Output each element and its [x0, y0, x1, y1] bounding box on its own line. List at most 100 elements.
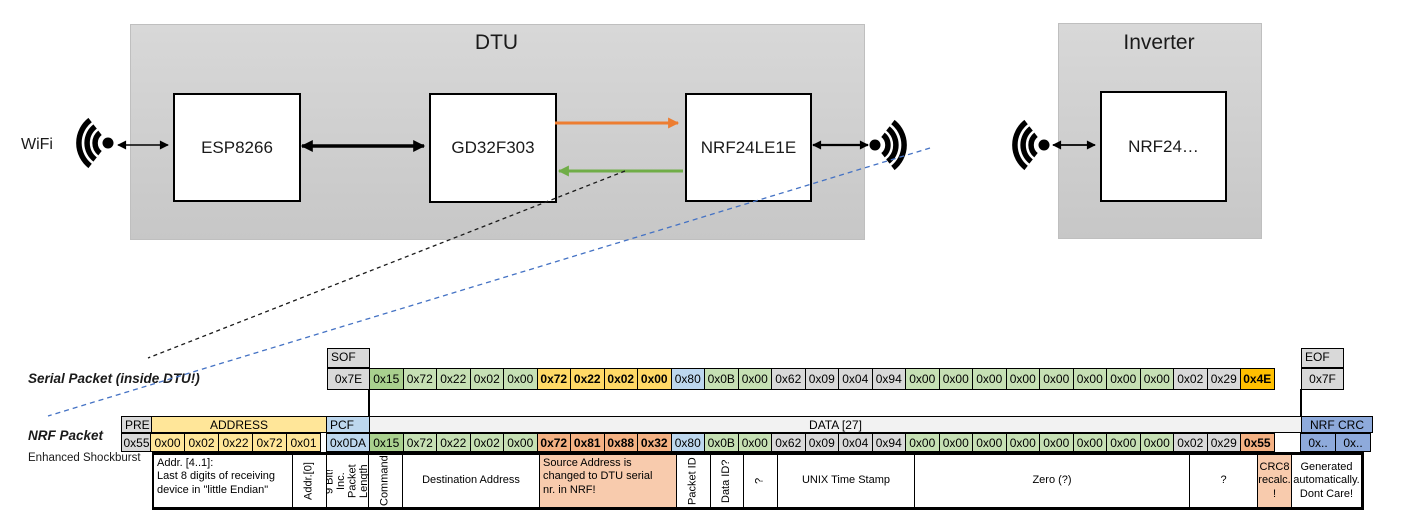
address-header: ADDRESS	[151, 416, 327, 433]
byte-cell: 0x00	[972, 368, 1007, 390]
esp8266-label: ESP8266	[201, 137, 273, 157]
byte-cell: 0x00	[938, 433, 973, 452]
byte-cell: 0x00	[737, 368, 772, 390]
byte-cell: 0x00	[1072, 368, 1107, 390]
byte-cell: 0x00	[1039, 433, 1074, 452]
nrf-crc-bytes-row: 0x..0x..	[1300, 433, 1371, 452]
serial-packet-label: Serial Packet (inside DTU!)	[28, 371, 200, 386]
wifi-label: WiFi	[21, 136, 53, 153]
annotation-row: Addr. [4..1]: Last 8 digits of receiving…	[152, 452, 1364, 510]
byte-cell: 0x00	[1139, 433, 1174, 452]
annotation-cell: Addr. [4..1]: Last 8 digits of receiving…	[153, 454, 293, 508]
pcf-value: 0x0DA	[326, 433, 370, 452]
annotation-cell: 9 Bit! Inc. Packet Length	[326, 454, 369, 508]
annotation-cell: ?	[743, 454, 778, 508]
byte-cell: 0x..	[1300, 433, 1336, 452]
byte-cell: 0x02	[184, 433, 219, 452]
esp8266-box: ESP8266	[173, 93, 301, 202]
byte-cell: 0x88	[603, 433, 638, 452]
annotation-cell: Command	[368, 454, 403, 508]
nrf24le1e-label: NRF24LE1E	[700, 137, 797, 157]
byte-cell: 0x00	[1072, 433, 1107, 452]
byte-cell: 0x29	[1206, 433, 1241, 452]
sof-value: 0x7E	[327, 368, 370, 390]
dtu-title: DTU	[474, 31, 519, 54]
byte-cell: 0x00	[1106, 433, 1141, 452]
inverter-nrf24-label: NRF24…	[1128, 136, 1199, 156]
byte-cell: 0x00	[905, 368, 940, 390]
annotation-cell: Zero (?)	[914, 454, 1190, 508]
byte-cell: 0x00	[1139, 368, 1174, 390]
byte-cell: 0x00	[1039, 368, 1074, 390]
eof-header: EOF	[1301, 348, 1344, 368]
wifi-icon	[1012, 119, 1050, 171]
byte-cell: 0x0B	[704, 368, 739, 390]
byte-cell: 0x00	[1106, 368, 1141, 390]
byte-cell: 0x55	[1240, 433, 1275, 452]
byte-cell: 0x00	[938, 368, 973, 390]
annotation-cell: CRC8 recalc. !	[1257, 454, 1292, 508]
byte-cell: 0x15	[369, 368, 404, 390]
sof-header: SOF	[327, 348, 370, 368]
byte-cell: 0x00	[737, 433, 772, 452]
byte-cell: 0x01	[286, 433, 321, 452]
byte-cell: 0x00	[503, 433, 538, 452]
byte-cell: 0x22	[436, 368, 471, 390]
byte-cell: 0x00	[637, 368, 672, 390]
nrf-packet-label: NRF Packet	[28, 428, 104, 443]
byte-cell: 0x72	[402, 433, 437, 452]
annotation-cell: Data ID?	[710, 454, 744, 508]
byte-cell: 0x02	[603, 368, 638, 390]
byte-cell: 0x62	[771, 368, 806, 390]
byte-cell: 0x72	[402, 368, 437, 390]
enhanced-shockburst-label: Enhanced Shockburst	[28, 452, 141, 464]
byte-cell: 0x80	[670, 368, 705, 390]
gd32f303-label: GD32F303	[451, 138, 535, 157]
byte-cell: 0x94	[871, 433, 906, 452]
byte-cell: 0x00	[1005, 368, 1040, 390]
data-end-connector-line	[1300, 389, 1302, 417]
byte-cell: 0x04	[838, 368, 873, 390]
byte-cell: 0x0B	[704, 433, 739, 452]
wifi-icon	[869, 119, 907, 171]
byte-cell: 0x02	[469, 368, 504, 390]
inverter-title: Inverter	[1123, 31, 1195, 54]
gd32f303-box: GD32F303	[429, 93, 557, 203]
annotation-cell: Generated automatically. Dont Care!	[1291, 454, 1362, 508]
byte-cell: 0x72	[252, 433, 287, 452]
pre-header: PRE	[121, 416, 152, 433]
nrf24le1e-box: NRF24LE1E	[685, 93, 812, 202]
pre-value: 0x55	[121, 433, 152, 452]
byte-cell: 0x22	[436, 433, 471, 452]
byte-cell: 0x09	[804, 368, 839, 390]
byte-cell: 0x94	[871, 368, 906, 390]
byte-cell: 0x22	[218, 433, 253, 452]
annotation-cell: Destination Address	[402, 454, 540, 508]
byte-cell: 0x02	[469, 433, 504, 452]
data-start-connector-line	[368, 389, 370, 417]
byte-cell: 0x81	[570, 433, 605, 452]
byte-cell: 0x00	[503, 368, 538, 390]
annotation-cell: ?	[1189, 454, 1258, 508]
byte-cell: 0x00	[972, 433, 1007, 452]
byte-cell: 0x72	[536, 433, 571, 452]
nrf-crc-header: NRF CRC	[1301, 416, 1373, 433]
byte-cell: 0x15	[369, 433, 404, 452]
annotation-cell: Addr.[0]	[292, 454, 327, 508]
pcf-header: PCF	[326, 416, 370, 433]
data-header: DATA [27]	[369, 416, 1302, 433]
wifi-icon	[76, 117, 114, 169]
byte-cell: 0x00	[150, 433, 185, 452]
byte-cell: 0x09	[804, 433, 839, 452]
byte-cell: 0x32	[637, 433, 672, 452]
byte-cell: 0x00	[905, 433, 940, 452]
byte-cell: 0x02	[1173, 368, 1208, 390]
byte-cell: 0x62	[771, 433, 806, 452]
byte-cell: 0x80	[670, 433, 705, 452]
byte-cell: 0x4E	[1240, 368, 1275, 390]
annotation-cell: UNIX Time Stamp	[777, 454, 915, 508]
byte-cell: 0x..	[1335, 433, 1371, 452]
